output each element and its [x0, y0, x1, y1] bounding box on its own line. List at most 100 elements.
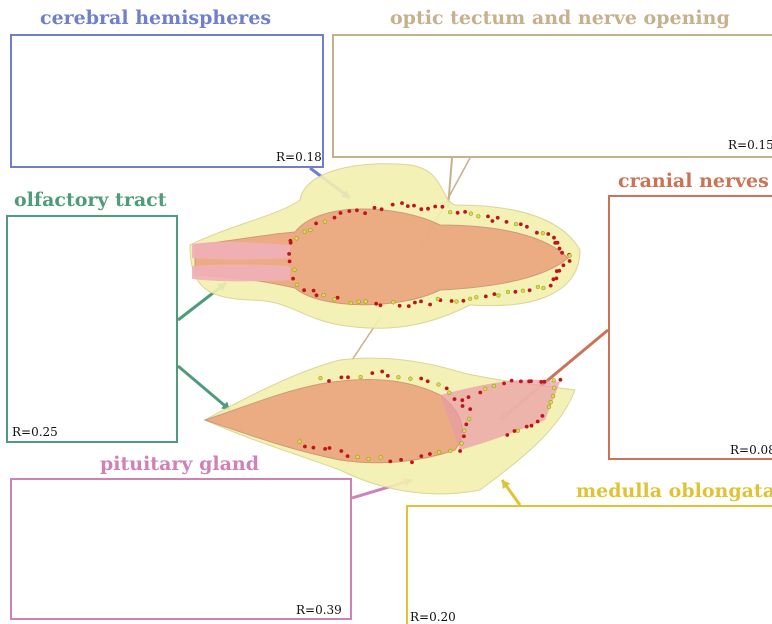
point-marker	[303, 445, 307, 449]
title-optic-tectum: optic tectum and nerve opening	[390, 7, 730, 29]
point-marker	[568, 254, 572, 258]
point-marker	[407, 304, 411, 308]
point-marker	[356, 455, 360, 459]
point-marker	[398, 304, 402, 308]
point-marker	[314, 222, 318, 226]
panel-pituitary-gland	[10, 478, 352, 620]
point-marker	[346, 375, 350, 379]
point-marker	[502, 382, 506, 386]
point-marker	[406, 204, 410, 208]
point-marker	[552, 386, 556, 390]
point-marker	[302, 288, 306, 292]
point-marker	[289, 241, 293, 245]
point-marker	[549, 284, 553, 288]
point-marker	[541, 414, 545, 418]
point-marker	[514, 290, 518, 294]
point-marker	[355, 208, 359, 212]
point-marker	[367, 457, 371, 461]
point-marker	[542, 380, 546, 384]
point-marker	[497, 294, 501, 298]
point-marker	[521, 289, 525, 293]
point-marker	[392, 300, 396, 304]
point-marker	[339, 211, 343, 215]
point-marker	[340, 376, 344, 380]
point-marker	[552, 378, 556, 382]
point-marker	[455, 300, 459, 304]
point-marker	[357, 300, 361, 304]
point-marker	[463, 210, 467, 214]
point-marker	[558, 247, 562, 251]
point-marker	[379, 303, 383, 307]
point-marker	[528, 288, 532, 292]
point-marker	[536, 420, 540, 424]
point-marker	[493, 292, 497, 296]
point-marker	[312, 446, 316, 450]
point-marker	[456, 211, 460, 215]
point-marker	[441, 205, 445, 209]
point-marker	[288, 260, 292, 264]
point-marker	[496, 216, 500, 220]
point-marker	[388, 460, 392, 464]
point-marker	[437, 450, 441, 454]
point-marker	[559, 378, 563, 382]
point-marker	[536, 285, 540, 289]
title-medulla-oblongata: medulla oblongata	[576, 480, 772, 502]
r-value-pituitary: R=0.39	[296, 603, 342, 617]
point-marker	[412, 204, 416, 208]
point-marker	[428, 452, 432, 456]
point-marker	[437, 383, 441, 387]
point-marker	[552, 277, 556, 281]
point-marker	[468, 407, 472, 411]
point-marker	[327, 379, 331, 383]
point-marker	[347, 209, 351, 213]
point-marker	[400, 201, 404, 205]
point-marker	[468, 297, 472, 301]
point-marker	[315, 293, 319, 297]
point-marker	[467, 417, 471, 421]
panel-cranial-nerves	[608, 195, 772, 460]
point-marker	[312, 289, 316, 293]
point-marker	[426, 379, 430, 383]
brain-dorsal-view	[190, 164, 580, 328]
point-marker	[492, 384, 496, 388]
point-marker	[380, 207, 384, 211]
point-marker	[525, 225, 529, 229]
brain-lateral-view	[205, 358, 575, 494]
point-marker	[328, 446, 332, 450]
point-marker	[469, 212, 473, 216]
point-marker	[373, 206, 377, 210]
point-marker	[519, 222, 523, 226]
point-marker	[370, 371, 374, 375]
panel-medulla-oblongata	[406, 505, 772, 624]
point-marker	[476, 214, 480, 218]
point-marker	[547, 405, 551, 409]
point-marker	[461, 404, 465, 408]
point-marker	[419, 377, 423, 381]
r-value-cranial: R=0.08	[730, 443, 772, 457]
point-marker	[505, 433, 509, 437]
point-marker	[448, 449, 452, 453]
point-marker	[560, 251, 564, 255]
r-value-cerebral: R=0.18	[276, 150, 322, 164]
title-cranial-nerves: cranial nerves	[618, 170, 769, 192]
point-marker	[510, 379, 514, 383]
point-marker	[478, 391, 482, 395]
point-marker	[419, 207, 423, 211]
point-marker	[413, 301, 417, 305]
point-marker	[562, 263, 566, 267]
point-marker	[530, 424, 534, 428]
point-marker	[462, 434, 466, 438]
point-marker	[516, 429, 520, 433]
point-marker	[436, 297, 440, 301]
point-marker	[380, 370, 384, 374]
point-marker	[464, 423, 468, 427]
point-marker	[491, 219, 495, 223]
point-marker	[386, 374, 390, 378]
point-marker	[374, 302, 378, 306]
point-marker	[474, 295, 478, 299]
point-marker	[428, 303, 432, 307]
title-cerebral-hemispheres: cerebral hemispheres	[40, 7, 271, 29]
point-marker	[458, 449, 462, 453]
r-value-optic: R=0.15	[728, 138, 772, 152]
point-marker	[333, 297, 337, 301]
